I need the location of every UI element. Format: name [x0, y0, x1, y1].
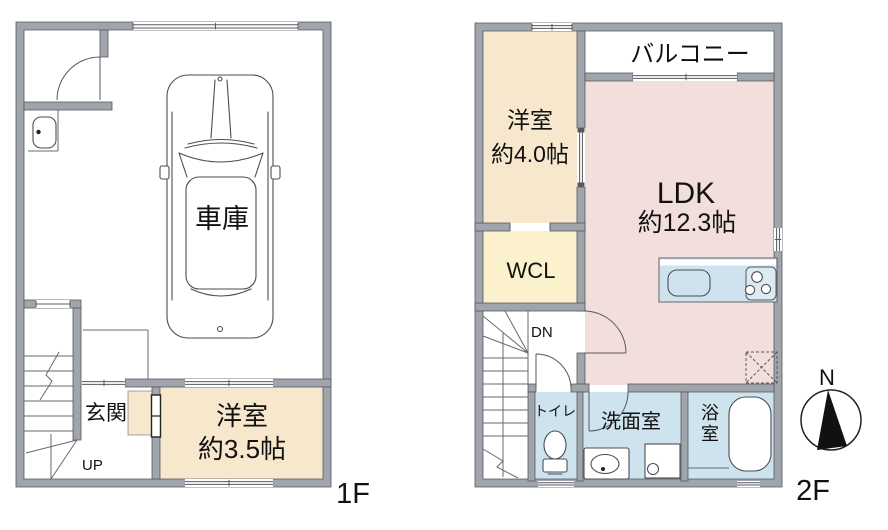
washroom-door	[588, 391, 629, 432]
garage-shutter	[132, 22, 299, 30]
compass: N	[800, 365, 862, 451]
bedroom-wcl-opening	[509, 223, 551, 231]
toilet-door	[535, 353, 572, 389]
entrance-door	[82, 379, 125, 387]
kitchen-wall-window	[774, 228, 782, 251]
entrance-step-lines	[83, 329, 149, 379]
entrance-label: 玄関	[85, 402, 127, 425]
bedroom-2f-area: 約4.0帖	[491, 141, 569, 167]
floor-label-2f: 2F	[796, 475, 830, 507]
bedroom-2f-name: 洋室	[507, 107, 553, 133]
balcony-label: バルコニー	[630, 41, 750, 68]
floor-label-1f: 1F	[336, 478, 370, 510]
toilet-label: トイレ	[534, 403, 576, 419]
stairs-1f	[24, 351, 78, 480]
bedroom-2f-floor	[483, 31, 577, 223]
compass-north-label: N	[819, 365, 835, 390]
ldk-name: LDK	[657, 177, 715, 210]
kitchen-sink	[667, 269, 711, 297]
ldk-area: 約12.3帖	[638, 209, 737, 237]
compass-needle	[817, 390, 847, 450]
washroom-label: 洗面室	[601, 410, 661, 433]
floor-1f-plan: 車庫 玄関 UP 洋室 約3.5帖 1F	[15, 21, 370, 510]
wcl-floor	[483, 231, 577, 303]
floor-2f-plan: バルコニー 洋室 約4.0帖 LDK 約12.3帖 WCL DN トイレ 洗面室…	[474, 22, 830, 507]
garage-basin	[28, 110, 59, 152]
bedroom-2f-window-top	[531, 23, 573, 31]
bedroom-ldk-sliding-window	[577, 128, 585, 187]
interior-walls-2f	[474, 30, 775, 482]
garage-label: 車庫	[195, 204, 249, 234]
stairwell-window-1f	[35, 300, 71, 308]
stairs-2f	[482, 310, 529, 479]
car	[159, 74, 281, 339]
storeroom-door	[56, 56, 101, 101]
toilet-fixture	[542, 430, 568, 475]
floor-hatch	[745, 351, 778, 384]
washer-pan	[644, 443, 681, 479]
ldk-floor	[585, 81, 774, 385]
bathroom-label: 浴室	[699, 403, 719, 445]
bathroom-window	[737, 481, 760, 487]
wcl-label: WCL	[507, 258, 556, 283]
ldk-door	[583, 310, 627, 354]
bedroom-1f-window-bottom	[185, 479, 273, 487]
entrance-step	[127, 390, 153, 436]
bathtub	[688, 396, 772, 472]
bedroom-1f-sliding-door	[150, 394, 162, 438]
up-label: UP	[82, 457, 103, 474]
dn-label: DN	[531, 324, 553, 341]
toilet-window	[538, 481, 574, 487]
kitchen-counter	[658, 257, 778, 303]
bedroom-1f-area: 約3.5帖	[198, 434, 286, 464]
bedroom-1f-floor	[160, 387, 323, 479]
bedroom-1f-name: 洋室	[216, 401, 268, 431]
balcony-window	[633, 73, 737, 81]
washbasin	[583, 447, 630, 480]
outer-walls-2f	[474, 22, 783, 488]
bedroom-1f-window-top	[185, 379, 273, 387]
kitchen-stove	[744, 266, 777, 301]
